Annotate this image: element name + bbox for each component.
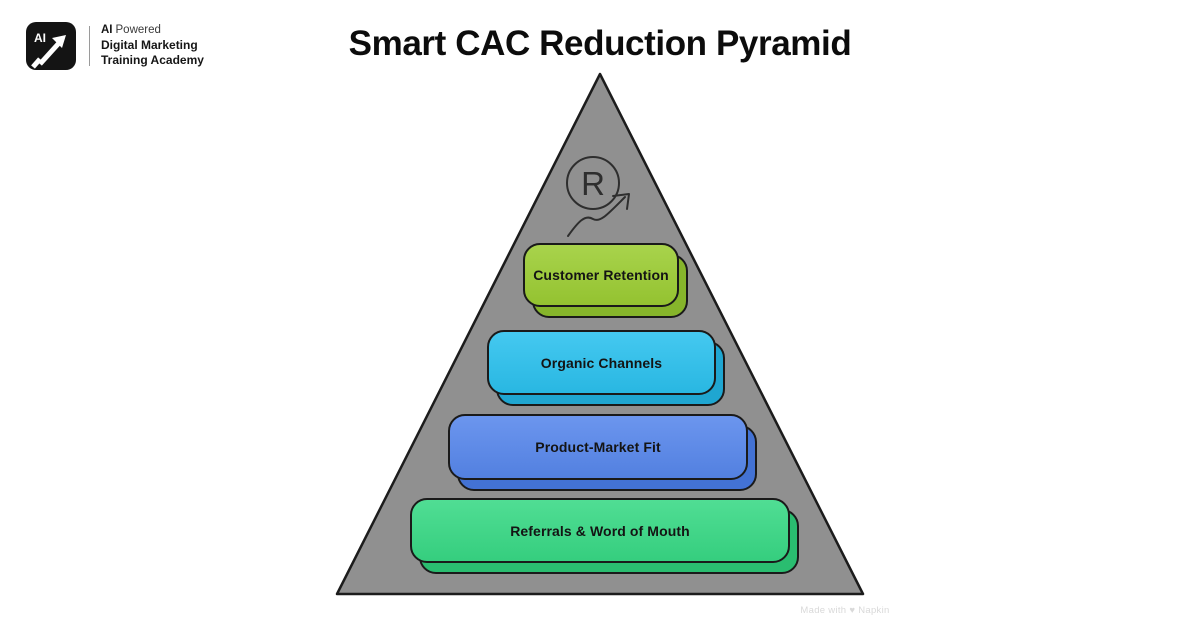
logo-line-3: Training Academy [101, 53, 204, 68]
pyramid-level-referrals-word-of-mouth: Referrals & Word of Mouth [410, 498, 799, 574]
level-card: Product-Market Fit [448, 414, 748, 480]
pyramid-level-product-market-fit: Product-Market Fit [448, 414, 757, 491]
pyramid-level-customer-retention: Customer Retention [523, 243, 688, 318]
ai-logo-badge: AI [26, 22, 76, 70]
level-card: Referrals & Word of Mouth [410, 498, 790, 563]
pyramid-level-organic-channels: Organic Channels [487, 330, 725, 406]
logo-line-2: Digital Marketing [101, 37, 198, 52]
icon-letter: R [581, 165, 605, 202]
level-card: Customer Retention [523, 243, 679, 307]
registered-trend-icon [566, 156, 630, 237]
level-label: Customer Retention [533, 267, 669, 283]
svg-text:AI: AI [34, 31, 46, 45]
logo-divider [89, 26, 90, 66]
page-title: Smart CAC Reduction Pyramid [348, 24, 852, 63]
watermark: Made with ♥ Napkin [800, 605, 890, 616]
level-label: Referrals & Word of Mouth [510, 522, 690, 539]
level-card: Organic Channels [487, 330, 716, 395]
trending-arrow-icon: AI [31, 31, 66, 69]
level-label: Organic Channels [540, 354, 663, 371]
level-label: Product-Market Fit [535, 439, 661, 455]
